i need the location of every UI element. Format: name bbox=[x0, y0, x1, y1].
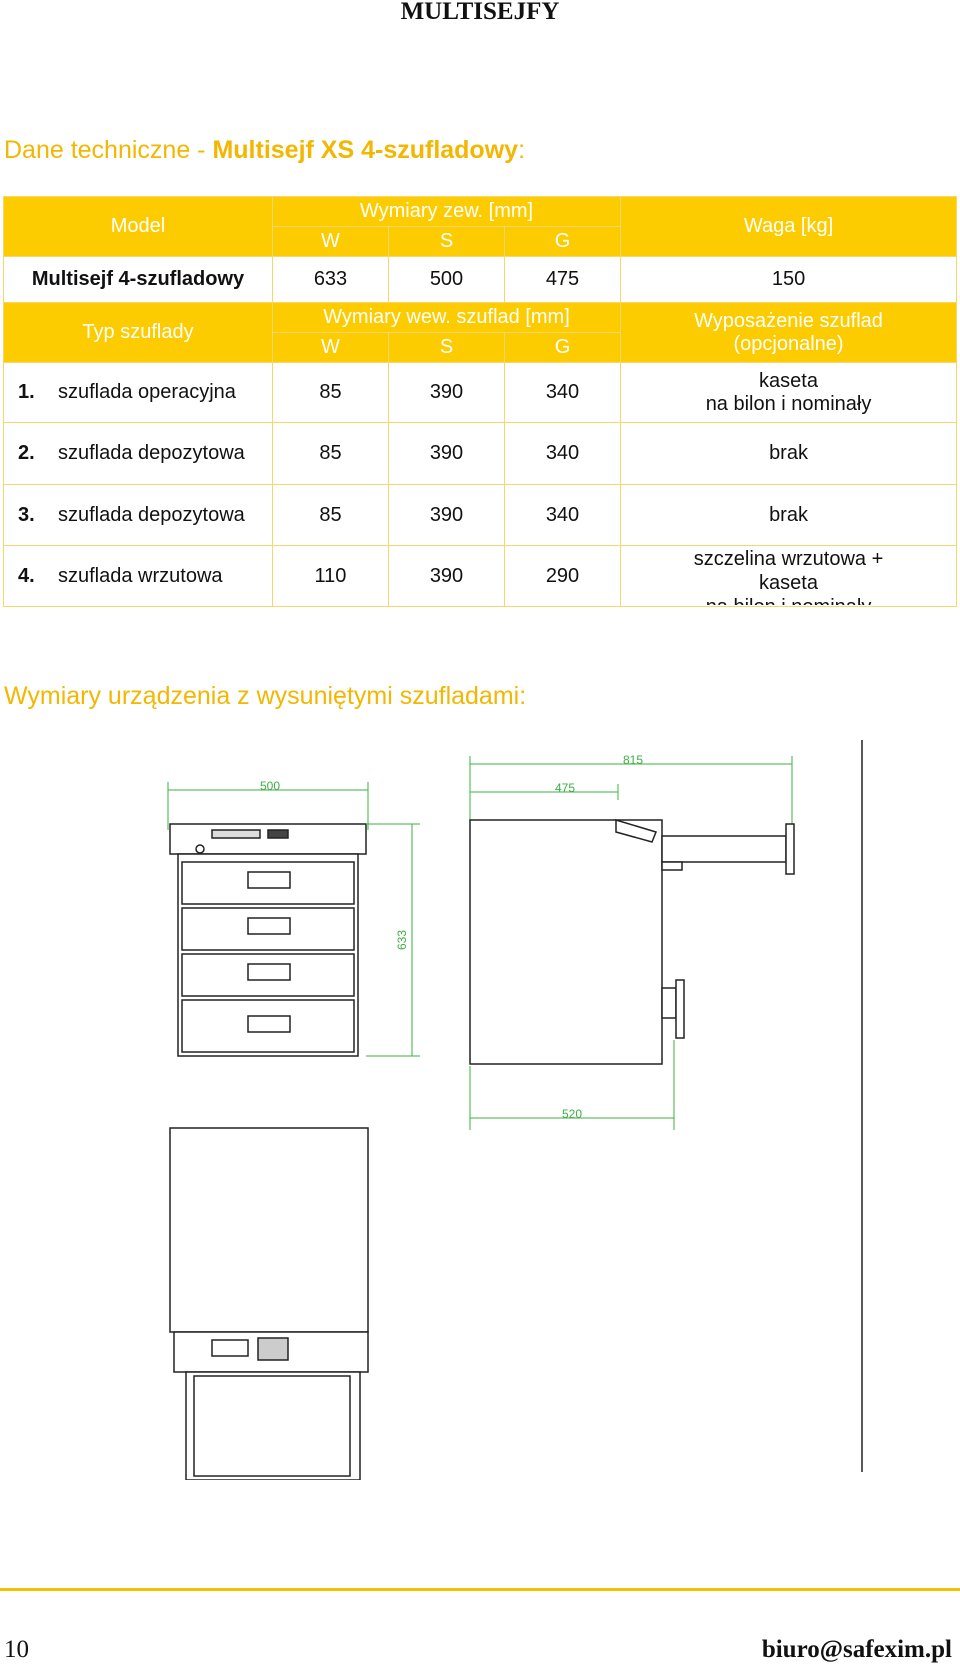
side-bottom-dimension bbox=[469, 1040, 675, 1130]
drawer-s: 390 bbox=[388, 362, 505, 423]
header-int-dim-s: S bbox=[388, 332, 505, 363]
drawer-type-cell: 1. szuflada operacyjna bbox=[3, 362, 273, 423]
model-name: Multisejf 4-szufladowy bbox=[3, 256, 273, 303]
drawer-name: szuflada operacyjna bbox=[58, 381, 236, 403]
drawer-equipment: brak bbox=[620, 422, 958, 485]
header-int-dim-w: W bbox=[272, 332, 389, 363]
header-equipment-line1: Wyposażenie szuflad bbox=[694, 309, 883, 332]
drawer-name: szuflada wrzutowa bbox=[58, 564, 223, 587]
spec-table: Model Wymiary zew. [mm] Waga [kg] W S G … bbox=[3, 196, 958, 607]
header-model: Model bbox=[3, 196, 273, 257]
equipment-line1: szczelina wrzutowa + bbox=[693, 548, 884, 570]
drawer-type-cell: 4. szuflada wrzutowa bbox=[3, 545, 273, 607]
technical-drawing: 500 633 815 475 bbox=[167, 740, 863, 1480]
side-total-label: 815 bbox=[623, 753, 643, 767]
model-s: 500 bbox=[388, 256, 505, 303]
model-g: 475 bbox=[503, 256, 622, 303]
drawer-number: 3. bbox=[18, 503, 35, 526]
drawer-g: 340 bbox=[503, 362, 622, 423]
model-w: 633 bbox=[272, 256, 389, 303]
spec-heading-model: Multisejf XS 4-szufladowy bbox=[212, 136, 519, 164]
drawer-number: 2. bbox=[18, 442, 35, 464]
model-weight: 150 bbox=[620, 256, 958, 303]
spec-heading-suffix: : bbox=[518, 136, 526, 164]
table-row-drawer-3: 3. szuflada depozytowa 85 390 340 brak bbox=[3, 484, 958, 546]
footer-divider bbox=[0, 1588, 960, 1591]
front-width-dimension bbox=[167, 782, 369, 830]
drawer-number: 4. bbox=[18, 564, 35, 587]
header-ext-dims: Wymiary zew. [mm] bbox=[271, 196, 622, 227]
drawer-s: 390 bbox=[388, 545, 505, 607]
drawer-w: 85 bbox=[272, 422, 389, 485]
page-header-title: MULTISEJFY bbox=[400, 0, 560, 25]
equipment-line2: kaseta bbox=[759, 572, 818, 594]
table-row-model: Multisejf 4-szufladowy 633 500 475 150 bbox=[3, 256, 958, 303]
page-number: 10 bbox=[4, 1636, 29, 1663]
spec-heading-prefix: Dane techniczne - bbox=[4, 136, 213, 164]
spec-heading: Dane techniczne - Multisejf XS 4-szuflad… bbox=[4, 136, 525, 165]
side-view-cabinet bbox=[469, 818, 795, 1065]
table-row-drawer-4: 4. szuflada wrzutowa 110 390 290 szczelin… bbox=[3, 545, 958, 607]
drawer-g: 290 bbox=[503, 545, 622, 607]
footer-email-link[interactable]: biuro@safexim.pl bbox=[761, 1636, 952, 1663]
header-int-dim-g: G bbox=[503, 332, 622, 363]
header-equipment: Wyposażenie szuflad(opcjonalne) bbox=[620, 302, 958, 363]
side-bottom-label: 520 bbox=[562, 1107, 582, 1121]
header-equipment-line2: (opcjonalne) bbox=[733, 332, 844, 355]
drawer-g: 340 bbox=[503, 422, 622, 485]
drawer-s: 390 bbox=[388, 484, 505, 546]
drawer-g: 340 bbox=[503, 484, 622, 546]
drawer-w: 110 bbox=[272, 545, 389, 607]
drawer-name: szuflada depozytowa bbox=[58, 442, 245, 464]
dimensions-heading: Wymiary urządzenia z wysuniętymi szuflad… bbox=[4, 682, 527, 710]
drawer-equipment: brak bbox=[620, 484, 958, 546]
drawer-s: 390 bbox=[388, 422, 505, 485]
front-view-cabinet bbox=[169, 823, 367, 1057]
top-view-cabinet bbox=[169, 1127, 369, 1480]
header-int-dims: Wymiary wew. szuflad [mm] bbox=[271, 302, 622, 333]
equipment-line1: kaseta bbox=[759, 369, 818, 392]
header-dim-s: S bbox=[388, 226, 505, 257]
drawer-w: 85 bbox=[272, 484, 389, 546]
drawer-w: 85 bbox=[272, 362, 389, 423]
front-height-dimension bbox=[366, 823, 420, 1057]
drawer-number: 1. bbox=[18, 381, 35, 403]
front-height-label: 633 bbox=[395, 930, 409, 950]
equipment-line2: na bilon i nominały bbox=[705, 392, 872, 415]
header-weight: Waga [kg] bbox=[620, 196, 958, 257]
table-row-drawer-2: 2. szuflada depozytowa 85 390 340 brak bbox=[3, 422, 958, 485]
front-width-label: 500 bbox=[260, 779, 280, 793]
equipment-line3: na bilon i nominały bbox=[622, 595, 956, 605]
header-drawer-type: Typ szuflady bbox=[3, 302, 273, 363]
drawer-type-cell: 3. szuflada depozytowa bbox=[3, 484, 273, 546]
side-depth-label: 475 bbox=[555, 781, 575, 795]
drawer-name: szuflada depozytowa bbox=[58, 503, 245, 526]
header-dim-g: G bbox=[503, 226, 622, 257]
header-dim-w: W bbox=[272, 226, 389, 257]
drawer-type-cell: 2. szuflada depozytowa bbox=[3, 422, 273, 485]
